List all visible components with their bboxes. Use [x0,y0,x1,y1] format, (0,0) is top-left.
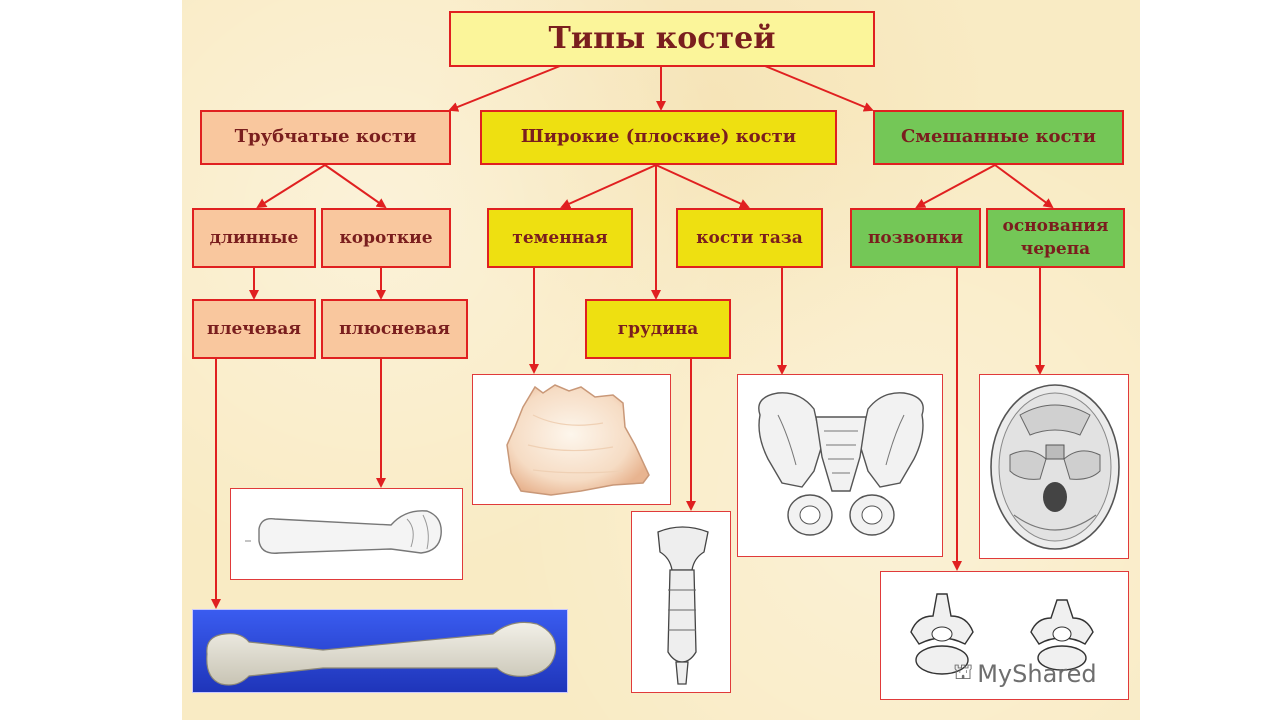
category-mixed-bones: Смешанные кости [873,110,1124,165]
arrow-tubular-short [324,164,387,209]
arrow-flat-parietal [560,164,657,209]
arrow-title-mixed [764,65,874,112]
pelvis-image [737,374,943,557]
diagram-title: Типы костей [449,11,875,67]
subtype-skull-base: основания черепа [986,208,1125,268]
arrow-flat-pelvis [655,164,750,209]
subtype-vertebrae: позвонки [850,208,981,268]
subtype-pelvis: кости таза [676,208,823,268]
arrow-title-tubular [448,65,561,112]
humerus-image [192,609,568,693]
watermark-text: MyShared [977,660,1097,688]
subtype-short: короткие [321,208,451,268]
parietal-bone-image [472,374,671,505]
example-metatarsal: плюсневая [321,299,468,359]
example-humerus: плечевая [192,299,316,359]
subtype-parietal: теменная [487,208,633,268]
example-sternum: грудина [585,299,731,359]
arrow-tubular-long [256,164,326,209]
sternum-image [631,511,731,693]
myshared-watermark: ⛫ MyShared [953,660,1097,688]
presentation-icon: ⛫ [953,660,974,685]
arrow-mixed-vertebrae [915,164,996,208]
arrow-mixed-skullbase [994,164,1054,209]
skull-base-image [979,374,1129,559]
subtype-long: длинные [192,208,316,268]
category-tubular-bones: Трубчатые кости [200,110,451,165]
category-flat-bones: Широкие (плоские) кости [480,110,837,165]
metatarsal-image [230,488,463,580]
vertebrae-image [880,571,1129,700]
